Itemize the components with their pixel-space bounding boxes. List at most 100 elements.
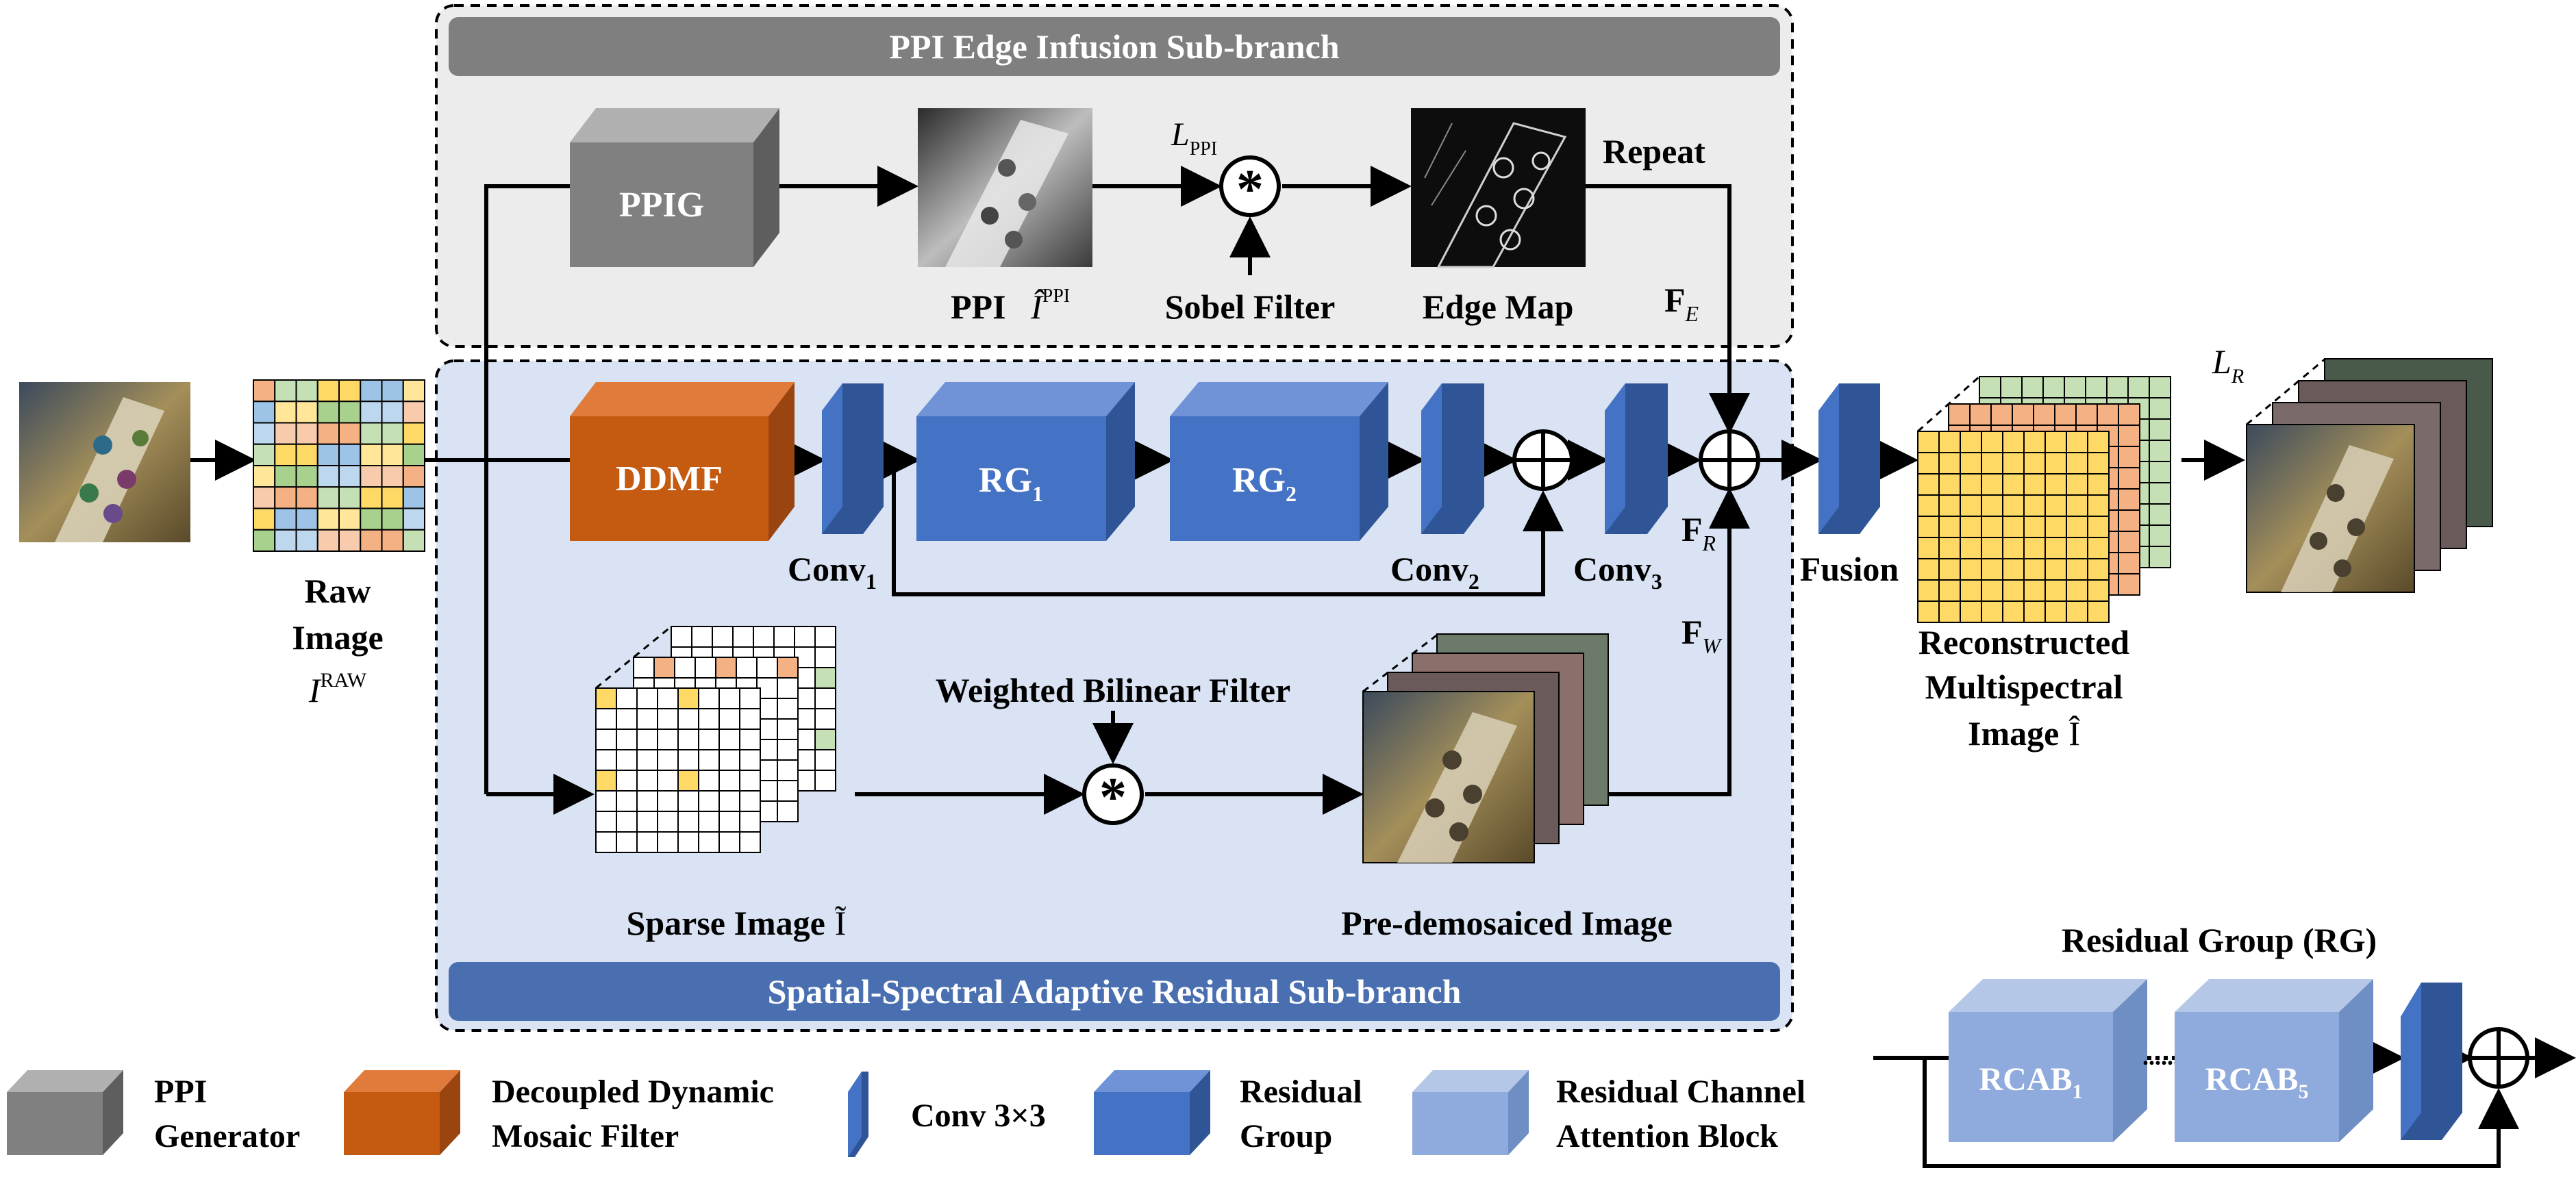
sparse-cell [616,687,638,709]
recon-cell [2002,537,2025,559]
recon-cell [2044,516,2067,538]
fw-sub: W [1703,633,1723,658]
sparse-cell [777,698,799,720]
rcab5-label: RCAB [2205,1061,2298,1098]
recon-cell [2023,473,2046,496]
raw-label-line2: Image [292,618,383,657]
svg-text:Conv2: Conv2 [1390,550,1479,594]
sparse-cell [715,657,737,679]
rcab1-block: RCAB1 [1949,979,2147,1142]
mosaic-cell [316,443,340,466]
sparse-cell [777,718,799,740]
legend-rcab-line1: Residual Channel [1556,1074,1805,1110]
mosaic-cell [295,443,318,466]
sparse-cell [636,708,658,730]
rcab5-sub: 5 [2299,1080,2309,1103]
mosaic-cell [274,507,297,531]
weighted-filter-label: Weighted Bilinear Filter [936,671,1290,709]
recon-cell [2054,403,2077,426]
sparse-cell [718,811,740,833]
sparse-cell [674,657,696,679]
sparse-cell [636,687,658,709]
sparse-cell [814,646,836,668]
recon-cell [2087,452,2110,474]
mosaic-cell [360,507,383,531]
recon-cell [2118,509,2140,532]
connections [190,166,2245,815]
mosaic-cell [274,486,297,509]
sparse-cell [814,729,836,750]
svg-text:FR: FR [1681,510,1716,555]
recon-cell [2044,431,2067,453]
sparse-cell [636,770,658,792]
mosaic-cell [316,422,340,445]
raw-symbol: I [308,671,322,709]
recon-cell [1969,403,1992,426]
recon-cell [2118,552,2140,574]
recon-cell [1938,600,1961,623]
recon-cell [2066,516,2088,538]
recon-cell [2087,579,2110,602]
recon-cell [2064,376,2086,398]
sparse-cell [633,657,655,679]
recon-line2: Multispectral [1925,668,2123,706]
sparse-cell [657,687,679,709]
recon-cell [2002,431,2025,453]
legend-ddmf-line1: Decoupled Dynamic [492,1074,774,1110]
recon-cell [2127,376,2150,398]
sparse-cell [636,729,658,750]
sparse-cell [777,800,799,822]
recon-cell [2012,403,2034,426]
mosaic-cell [338,443,362,466]
residual-branch-title-bar [449,962,1780,1021]
recon-line3: Image [1968,714,2059,752]
sparse-cell [777,780,799,802]
mosaic-cell [295,529,318,552]
mosaic-cell [253,465,276,488]
recon-cell [2002,579,2025,602]
sparse-cell [773,626,795,648]
sparse-cell [814,749,836,771]
sparse-cell [636,831,658,853]
legend-rg-line1: Residual [1240,1074,1362,1110]
legend-rcab-line2: Attention Block [1556,1118,1778,1154]
recon-cell [2118,446,2140,468]
recon-cell [2023,494,2046,517]
recon-cell [2149,461,2171,483]
sparse-cell [677,749,699,771]
mosaic-cell [316,379,340,403]
mosaic-cell [360,486,383,509]
recon-cell [2044,537,2067,559]
ppi-symbol: Î [1030,288,1045,326]
sparse-cell [653,657,675,679]
recon-cell [2044,473,2067,496]
recon-cell [2044,494,2067,517]
sparse-cell [595,790,617,812]
svg-text:ÎPPI: ÎPPI [1030,286,1070,326]
recon-cell [2023,558,2046,581]
sparse-cell [636,811,658,833]
recon-cell [2066,579,2088,602]
sparse-cell [616,749,638,771]
legend-rg-swatch [1094,1070,1210,1155]
rg-detail: Residual Group (RG) RCAB1 ...... RCAB5 [1873,921,2576,1168]
mosaic-cell [316,486,340,509]
sparse-cell [677,687,699,709]
recon-cell [1938,516,1961,538]
legend-conv-label: Conv 3×3 [911,1098,1046,1134]
recon-cell [1981,579,2003,602]
recon-cell [2087,600,2110,623]
svg-text:LPPI: LPPI [1171,116,1217,160]
recon-cell [2097,403,2119,426]
recon-cell [2044,600,2067,623]
conv2-block [1421,383,1484,534]
sparse-cell [732,626,754,648]
raw-superscript: RAW [321,669,367,692]
recon-cell [2087,494,2110,517]
svg-text:FE: FE [1664,281,1699,326]
fe-label: F [1664,281,1686,319]
recon-cell [1917,600,1940,623]
sobel-label: Sobel Filter [1165,288,1336,326]
recon-cell [2066,600,2088,623]
